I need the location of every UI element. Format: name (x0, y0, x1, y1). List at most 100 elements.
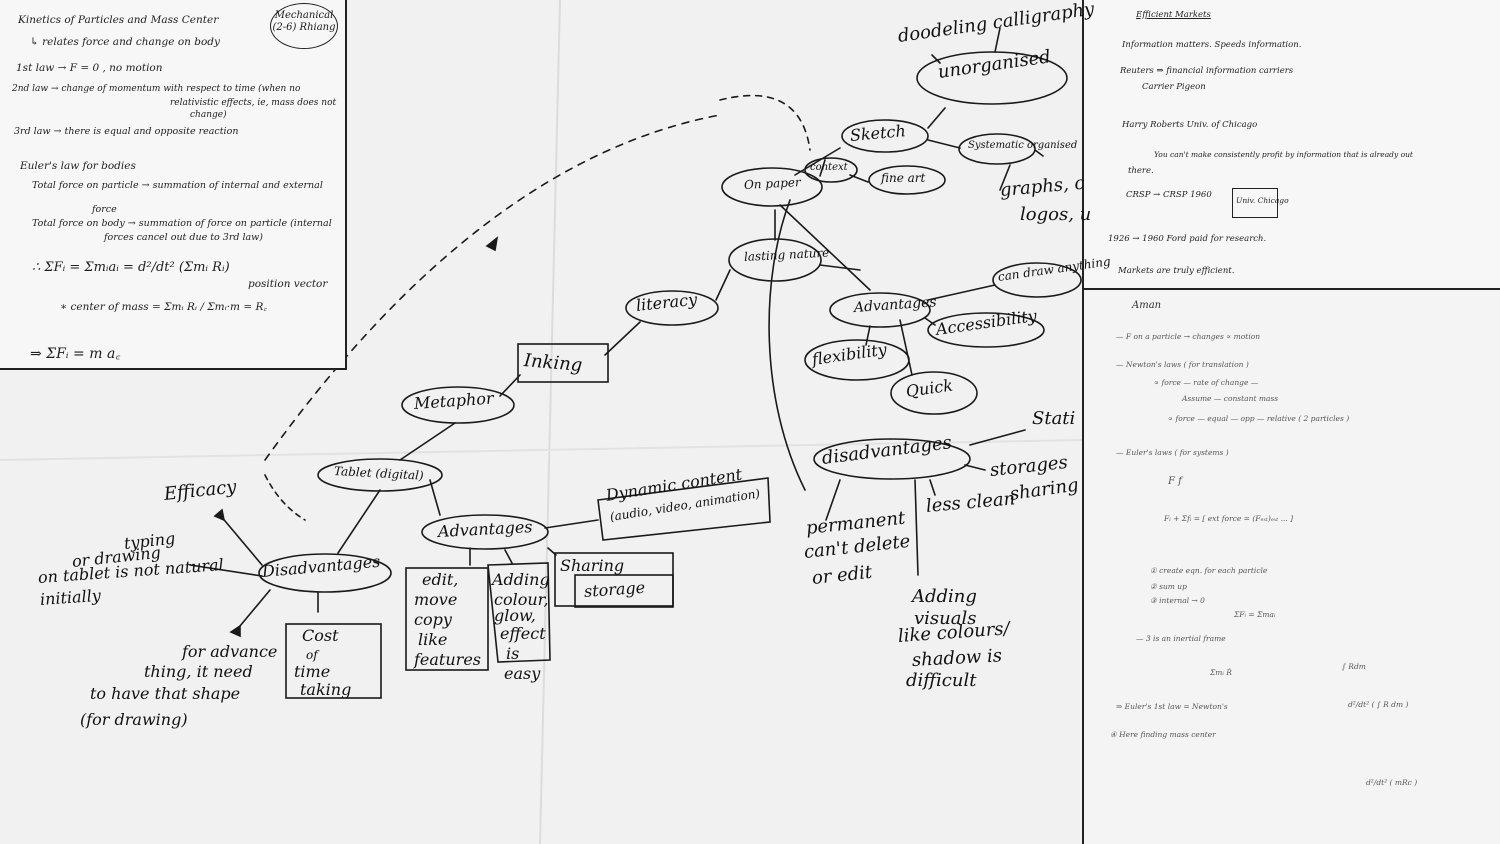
note-aman: Aman — F on a particle → changes ∝ motio… (1082, 290, 1500, 844)
note-line: Kinetics of Particles and Mass Center (18, 14, 219, 26)
node-thing-it-need: thing, it need (144, 662, 253, 681)
bubble-context (804, 157, 858, 183)
note-line: Harry Roberts Univ. of Chicago (1122, 120, 1258, 130)
node-effect: effect (500, 624, 546, 643)
bubble-adv-tablet (421, 514, 549, 550)
note-line: Univ. Chicago (1236, 196, 1289, 205)
node-for-drawing: (for drawing) (80, 710, 188, 729)
box-storage (574, 574, 674, 608)
bubble-accessibility (927, 312, 1045, 348)
note-line: ⇒ Euler's 1st law = Newton's (1116, 702, 1228, 711)
node-move: move (414, 590, 458, 609)
node-edit: edit, (422, 570, 459, 589)
box-edit (405, 567, 489, 671)
node-systematic: Systematic organised (968, 140, 1078, 151)
note-line: ∗ center of mass = Σmᵢ Rᵢ / Σmᵢ·m = R꜀ (60, 301, 267, 313)
note-line: Efficient Markets (1136, 10, 1211, 20)
node-context: context (810, 162, 848, 173)
node-is: is (506, 644, 520, 663)
note-line: ΣFᵢ = Σmaᵢ (1234, 610, 1276, 619)
note-line: ③ internal → 0 (1150, 596, 1205, 605)
node-features: features (414, 650, 481, 669)
note-line: Carrier Pigeon (1142, 82, 1206, 92)
note-kinetics: Mechanical (2-6) Rhiang Kinetics of Part… (0, 0, 347, 370)
node-visuals: visuals (914, 608, 977, 629)
note-line: Markets are truly efficient. (1118, 266, 1235, 276)
node-copy: copy (414, 610, 452, 629)
node-on-paper: On paper (743, 175, 802, 192)
note-line: Total force on particle → summation of i… (32, 180, 323, 191)
note-line: F f (1168, 476, 1182, 487)
note-efficient-markets: Efficient Markets Information matters. S… (1082, 0, 1500, 290)
node-easy: easy (504, 664, 541, 683)
note-line: position vector (248, 278, 328, 290)
note-line: ↳ relates force and change on body (30, 36, 220, 48)
bubble-sketch (841, 119, 929, 153)
bubble-can-draw (992, 262, 1082, 298)
note-line: d²/dt² ( mRc ) (1366, 778, 1418, 787)
note-line: 3rd law → there is equal and opposite re… (14, 126, 239, 137)
note-line: Euler's law for bodies (20, 160, 136, 172)
note-line: change) (190, 110, 227, 120)
node-taking: taking (300, 680, 352, 699)
bubble-unorganised (916, 51, 1068, 105)
bubble-quick (890, 371, 978, 415)
bubble-disadv-paper (813, 438, 971, 480)
bubble-literacy (625, 290, 719, 326)
note-line: You can't make consistently profit by in… (1154, 150, 1413, 159)
note-line: ∝ force — rate of change — (1154, 378, 1259, 387)
note-line: ∫ Rdm (1342, 662, 1366, 671)
node-to-have: to have that shape (90, 684, 241, 703)
note-line: 1926 → 1960 Ford paid for research. (1108, 234, 1267, 244)
bubble-disadv-tablet (258, 553, 392, 593)
note-line: Reuters ⇒ financial information carriers (1120, 66, 1294, 76)
note-line: ④ Here finding mass center (1110, 730, 1216, 739)
note-line: ∴ ΣFᵢ = Σmᵢaᵢ = d²/dt² (Σmᵢ Rᵢ) (32, 260, 230, 275)
note-line: — Newton's laws ( for translation ) (1116, 360, 1249, 369)
node-adding-colour: Adding (492, 570, 550, 589)
note-badge: Mechanical (2-6) Rhiang (270, 3, 338, 49)
note-line: 1st law → F = 0 , no motion (16, 62, 163, 74)
univ-chicago-box (1232, 188, 1278, 218)
note-line: — F on a particle → changes ∝ motion (1116, 332, 1261, 341)
node-like: like (418, 630, 448, 649)
bubble-adv-paper (829, 292, 931, 328)
node-stati: Stati (1032, 408, 1076, 429)
node-sharing-tablet: Sharing (560, 556, 625, 575)
node-of: of (306, 648, 318, 662)
node-for-advance: for advance (182, 642, 278, 661)
note-line: — Euler's laws ( for systems ) (1116, 448, 1229, 457)
node-difficult: difficult (906, 670, 977, 691)
box-inking (517, 343, 609, 383)
box-adding (487, 562, 551, 663)
note-line: ① create eqn. for each particle (1150, 566, 1268, 575)
node-adding: Adding (912, 586, 977, 607)
node-fine-art: fine art (881, 171, 926, 185)
note-line: Information matters. Speeds information. (1122, 40, 1302, 50)
note-line: there. (1128, 166, 1154, 176)
bubble-on-paper (721, 167, 823, 207)
note-line: Assume — constant mass (1182, 394, 1279, 403)
node-glow: glow, (494, 606, 536, 625)
note-line: Σmᵢ Ṙ (1210, 668, 1232, 677)
box-cost (285, 623, 382, 699)
note-line: Aman (1132, 300, 1162, 311)
bubble-metaphor (401, 386, 515, 424)
note-line: force (92, 204, 117, 215)
note-line: Fᵢ + Σfᵢ = [ ext force = (Fₑₓₜ)ₑₓₜ ... ] (1164, 514, 1294, 523)
bubble-fine-art (868, 165, 946, 195)
note-line: — 3 is an inertial frame (1136, 634, 1226, 643)
note-line: relativistic effects, ie, mass does not (170, 98, 337, 108)
node-logos: logos, u (1020, 204, 1092, 225)
node-cost: Cost (302, 626, 339, 645)
note-line: ② sum up (1150, 582, 1187, 591)
note-line: d²/dt² ( ∫ R dm ) (1348, 700, 1409, 709)
note-line: ⇒ ΣFᵢ = m a꜀ (30, 346, 121, 362)
note-line: CRSP → CRSP 1960 (1126, 190, 1212, 200)
box-dynamic (597, 477, 771, 541)
note-line: ∝ force — equal — opp — relative ( 2 par… (1168, 414, 1350, 423)
node-colour: colour, (494, 590, 549, 609)
bubble-systematic (958, 133, 1036, 165)
note-line: forces cancel out due to 3rd law) (104, 232, 264, 243)
